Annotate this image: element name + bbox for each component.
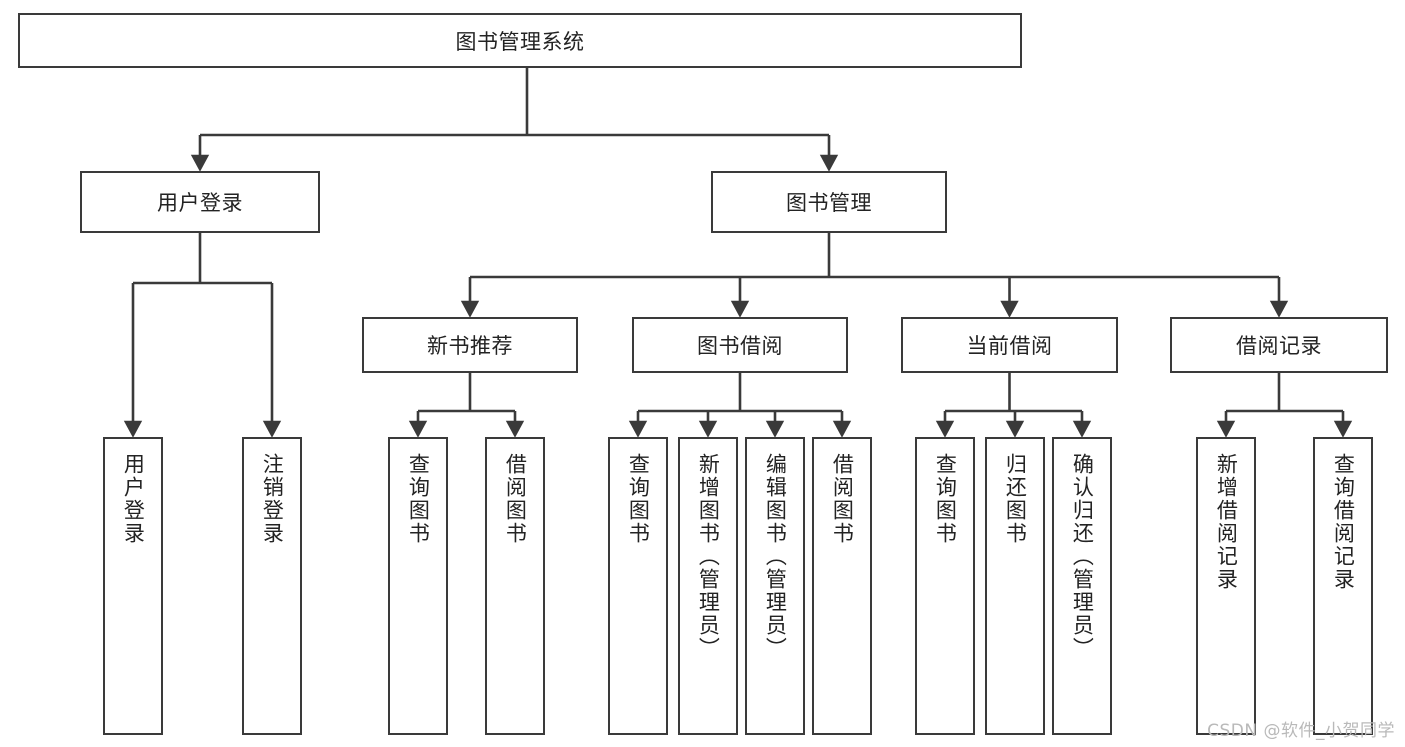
node-leaf-query-book-current-label: 查询图书 [933,453,958,545]
node-user-login-label: 用户登录 [157,191,243,215]
node-leaf-query-record-label: 查询借阅记录 [1331,453,1356,591]
node-leaf-user-login[interactable]: 用户登录 [103,437,163,735]
node-leaf-return-book-label: 归还图书 [1003,453,1028,545]
node-book-borrow-label: 图书借阅 [697,334,783,358]
node-leaf-query-book-borrow[interactable]: 查询图书 [608,437,668,735]
node-leaf-query-book-current[interactable]: 查询图书 [915,437,975,735]
node-root[interactable]: 图书管理系统 [18,13,1022,68]
node-leaf-add-book[interactable]: 新增图书（管理员） [678,437,738,735]
node-leaf-add-record[interactable]: 新增借阅记录 [1196,437,1256,735]
node-current-borrow[interactable]: 当前借阅 [901,317,1118,373]
node-leaf-user-login-label: 用户登录 [121,453,146,545]
node-leaf-user-logout-label: 注销登录 [260,453,285,545]
node-leaf-query-record[interactable]: 查询借阅记录 [1313,437,1373,735]
node-new-book-rec[interactable]: 新书推荐 [362,317,578,373]
node-leaf-add-book-label: 新增图书（管理员） [696,453,721,660]
node-new-book-rec-label: 新书推荐 [427,334,513,358]
node-borrow-record-label: 借阅记录 [1236,334,1322,358]
node-leaf-borrow-book-rec-label: 借阅图书 [503,453,528,545]
node-leaf-edit-book[interactable]: 编辑图书（管理员） [745,437,805,735]
node-leaf-confirm-return-label: 确认归还（管理员） [1070,453,1095,660]
node-leaf-borrow-book[interactable]: 借阅图书 [812,437,872,735]
node-leaf-query-book-rec[interactable]: 查询图书 [388,437,448,735]
node-leaf-add-record-label: 新增借阅记录 [1214,453,1239,591]
node-current-borrow-label: 当前借阅 [966,334,1053,358]
node-leaf-borrow-book-rec[interactable]: 借阅图书 [485,437,545,735]
node-user-login[interactable]: 用户登录 [80,171,320,233]
node-leaf-return-book[interactable]: 归还图书 [985,437,1045,735]
node-book-manage-label: 图书管理 [786,191,872,215]
node-book-borrow[interactable]: 图书借阅 [632,317,848,373]
node-leaf-confirm-return[interactable]: 确认归还（管理员） [1052,437,1112,735]
node-root-label: 图书管理系统 [455,29,585,54]
node-leaf-borrow-book-label: 借阅图书 [830,453,855,545]
csdn-watermark: CSDN @软件_小贺同学 [1207,721,1395,741]
node-leaf-query-book-rec-label: 查询图书 [406,453,431,545]
node-leaf-query-book-borrow-label: 查询图书 [626,453,651,545]
node-leaf-edit-book-label: 编辑图书（管理员） [763,453,788,660]
node-book-manage[interactable]: 图书管理 [711,171,947,233]
node-borrow-record[interactable]: 借阅记录 [1170,317,1388,373]
node-leaf-user-logout[interactable]: 注销登录 [242,437,302,735]
